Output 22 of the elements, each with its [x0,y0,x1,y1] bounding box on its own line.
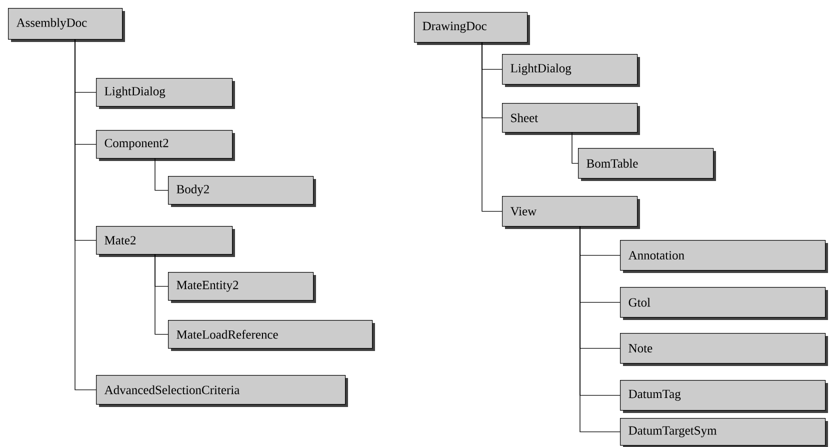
class-box: DatumTargetSym [620,418,828,447]
class-box: Body2 [168,176,316,207]
class-box: Sheet [502,103,640,135]
tree-connector [580,226,620,432]
class-box: AdvancedSelectionCriteria [96,375,348,407]
tree-connector [154,158,168,191]
class-box: Gtol [620,287,828,320]
class-box: BomTable [578,148,716,181]
class-box: Component2 [96,130,235,161]
class-box: View [502,196,640,229]
class-box: AssemblyDoc [8,8,125,42]
class-box: DrawingDoc [414,12,530,45]
class-box: MateEntity2 [168,272,316,303]
class-box: Mate2 [96,226,235,257]
class-box: Note [620,333,828,366]
tree-connector [154,254,168,335]
tree-connector [572,132,578,164]
class-box: LightDialog [502,54,640,87]
class-box: LightDialog [96,78,235,109]
class-box: MateLoadReference [168,320,375,351]
class-box: DatumTag [620,380,828,413]
class-box: Annotation [620,240,828,273]
